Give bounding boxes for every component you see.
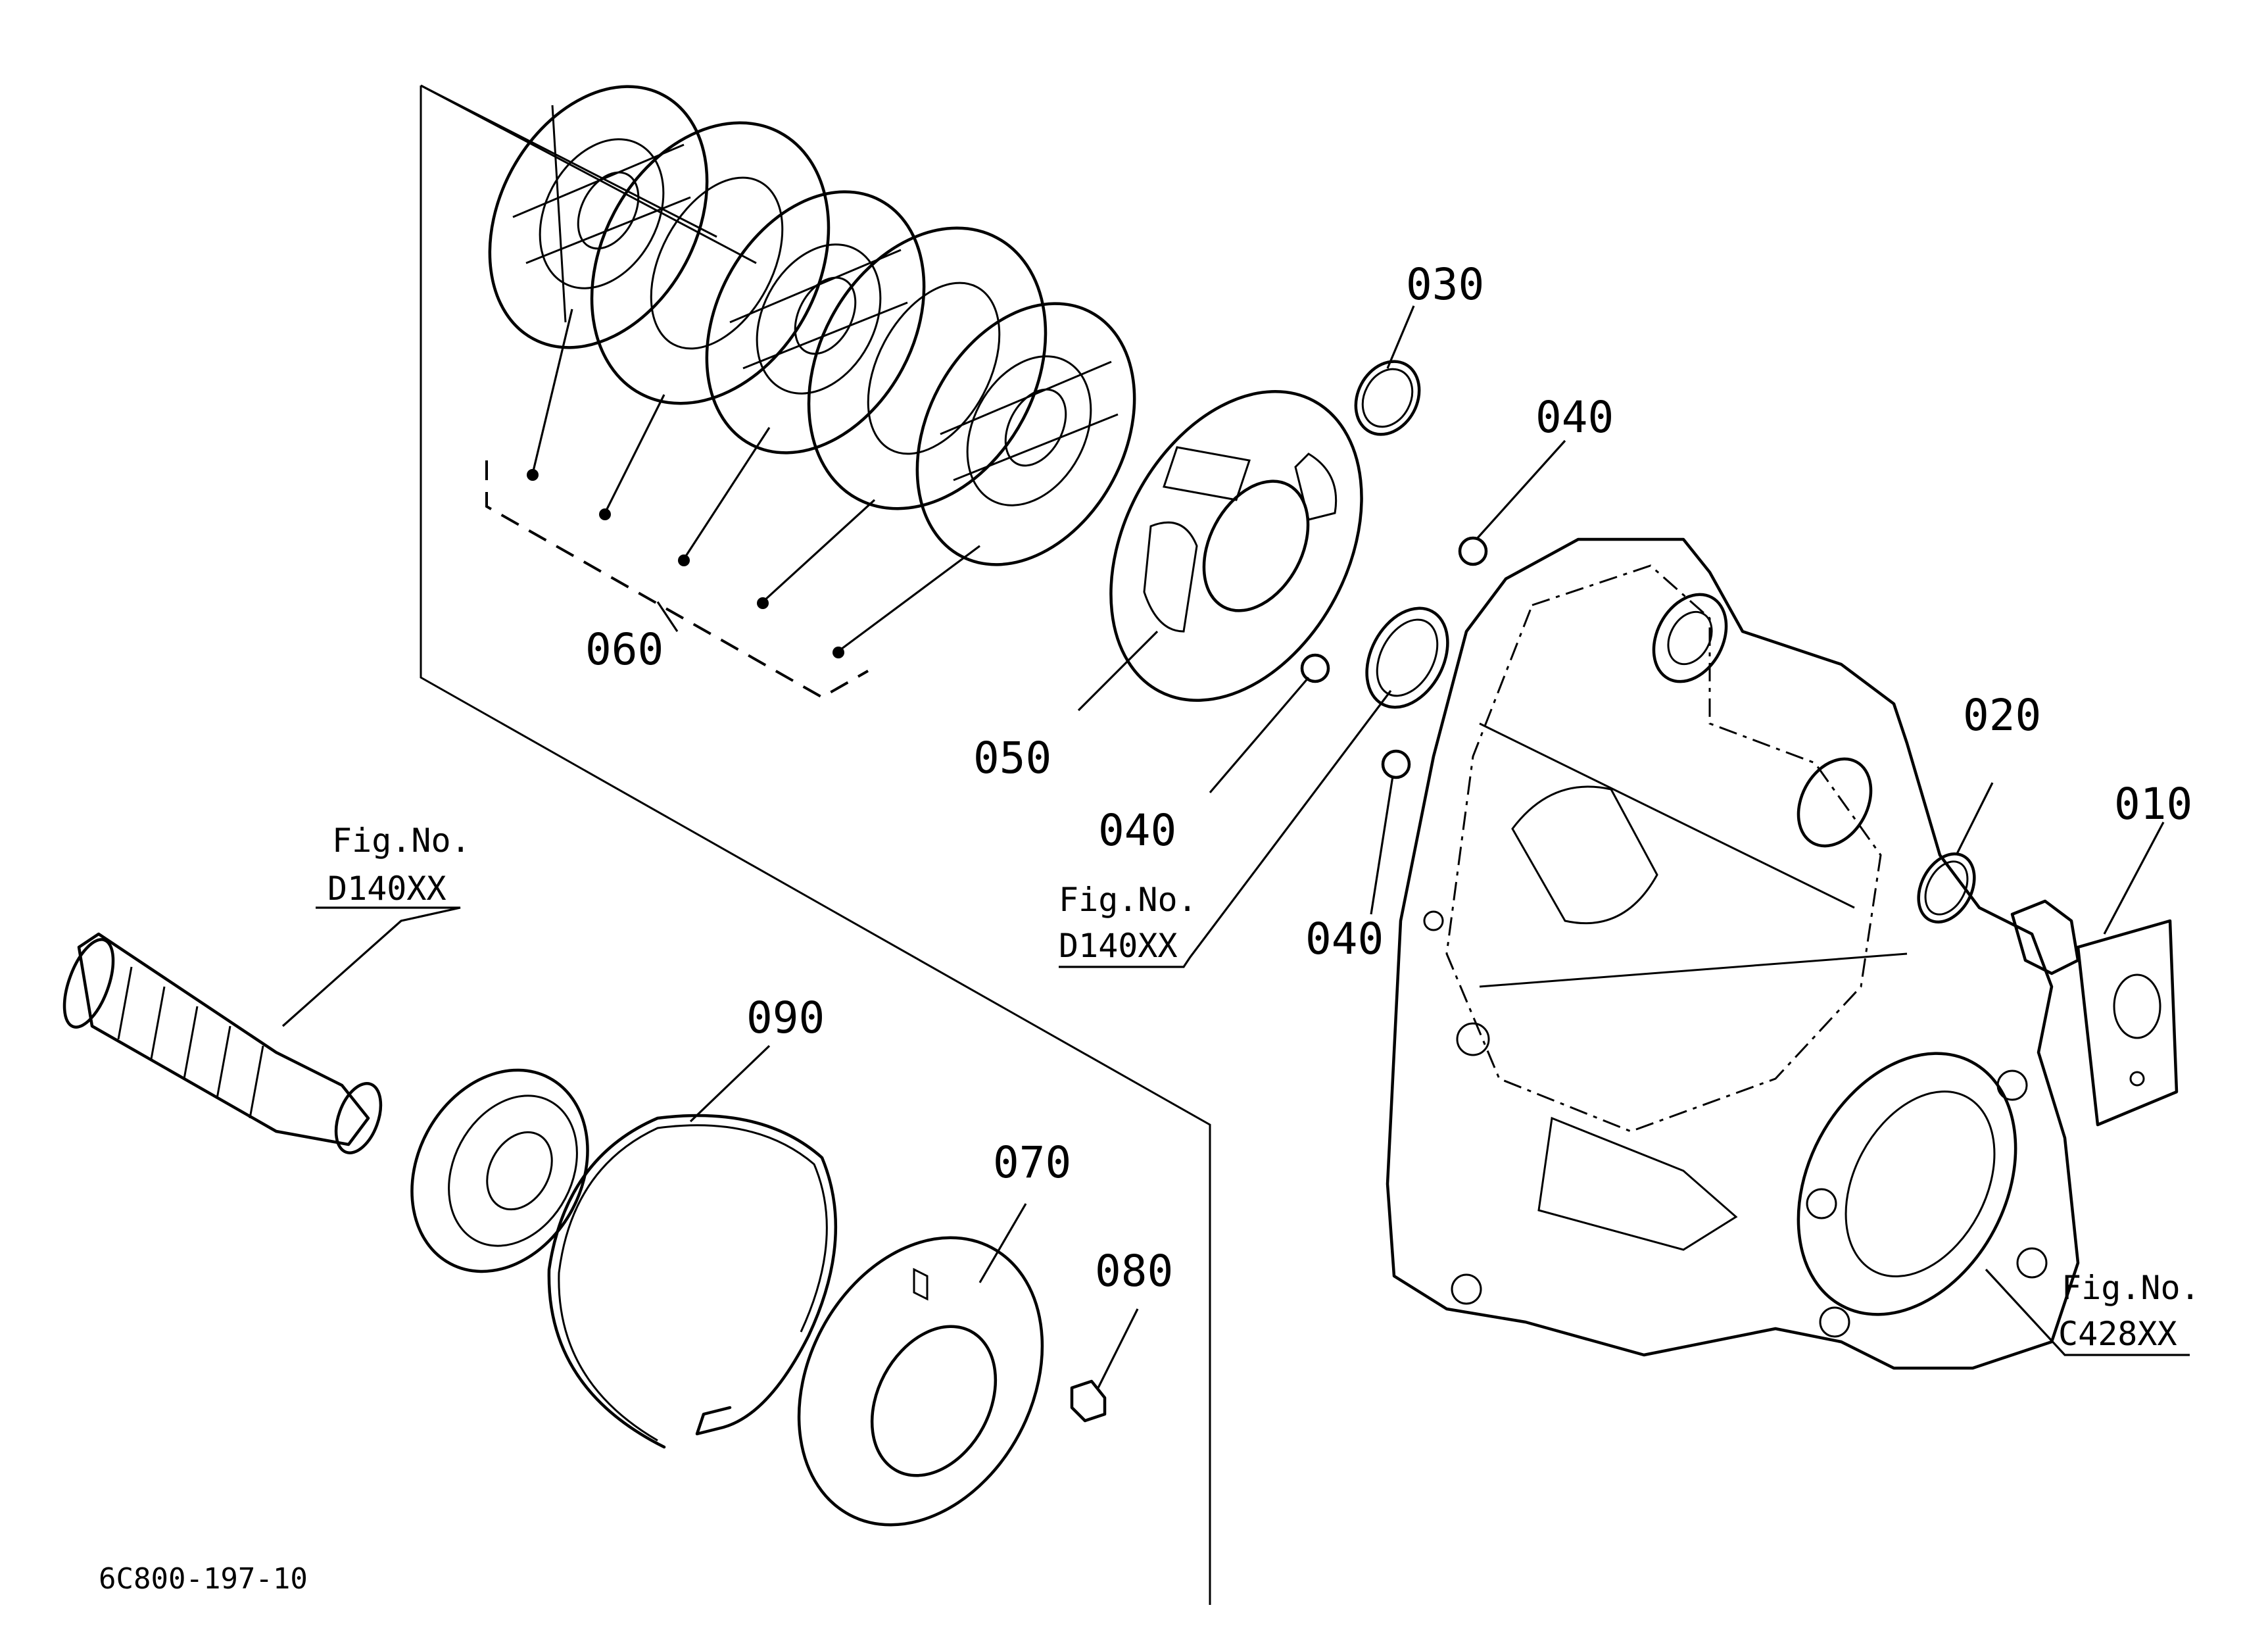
fig-ref-title-housing: Fig.No.	[2062, 1269, 2200, 1307]
pivot-shaft-010	[2010, 899, 2179, 1127]
clutch-pack-leaders	[485, 308, 980, 699]
ball-bearing	[410, 1068, 589, 1273]
fig-ref-code-snap-ring: D140XX	[1059, 927, 1178, 965]
clutch-plate-1	[488, 85, 709, 349]
o-ring-020	[1917, 852, 1976, 923]
clutch-separator-plate-1	[590, 121, 831, 405]
retaining-ring-090	[547, 1114, 838, 1449]
ball-040-a	[1458, 536, 1488, 566]
label-part-010: 010	[2114, 779, 2192, 829]
diagram-id: 6C800-197-10	[99, 1562, 308, 1596]
fig-ref-title-snap-ring: Fig.No.	[1059, 881, 1197, 919]
clutch-plate-2	[705, 190, 926, 455]
label-part-040-b: 040	[1098, 805, 1176, 856]
fig-ref-title-shaft: Fig.No.	[332, 822, 471, 860]
ball-040-c	[1381, 749, 1411, 779]
snap-ring-030	[1354, 360, 1421, 436]
retaining-ring-090-inner	[558, 1124, 828, 1442]
label-part-050: 050	[973, 733, 1051, 783]
bearing-cover-070	[797, 1236, 1044, 1527]
label-part-080: 080	[1095, 1246, 1173, 1296]
label-part-030: 030	[1406, 259, 1484, 310]
fig-ref-code-housing: C428XX	[2058, 1315, 2177, 1353]
label-part-040-c: 040	[1305, 914, 1384, 964]
pressure-plate	[1109, 390, 1363, 702]
part-leaders	[689, 305, 2165, 1389]
subassembly-frame-path	[420, 84, 1211, 1605]
label-part-060: 060	[585, 624, 664, 675]
label-part-090: 090	[746, 993, 825, 1043]
transmission-housing	[1386, 537, 2080, 1370]
clutch-plate-3	[915, 302, 1136, 566]
fig-ref-code-shaft: D140XX	[327, 870, 446, 908]
fig-ref-leaders	[281, 690, 2190, 1356]
label-part-070: 070	[993, 1137, 1071, 1188]
label-part-020: 020	[1963, 690, 2041, 741]
gear-shaft	[62, 932, 383, 1154]
clutch-separator-plate-2	[807, 226, 1048, 510]
label-part-040-a: 040	[1535, 392, 1614, 443]
ball-040-b	[1300, 653, 1330, 683]
o-ring-020-inner	[1924, 860, 1969, 916]
pin-080	[1070, 1379, 1107, 1423]
